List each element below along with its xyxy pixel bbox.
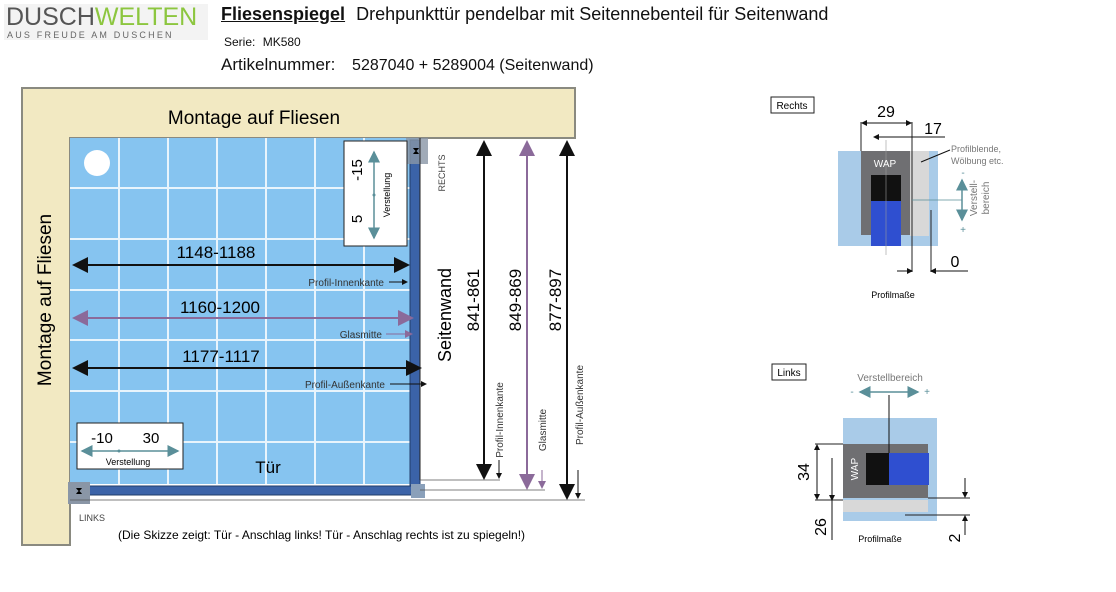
logo-tagline: AUS FREUDE AM DUSCHEN [7,30,174,40]
hinge-icon-left: ⧗ [75,486,82,497]
serie-label: Serie: [224,35,256,49]
profile-right: Rechts WAP 29 17 Profilblende, Wölbung e… [770,96,1004,300]
svg-text:WAP: WAP [850,457,861,480]
svg-text:+: + [924,387,930,398]
links-label: LINKS [79,513,105,523]
svg-text:bereich: bereich [981,182,992,215]
svg-text:0: 0 [951,254,960,271]
dim-horizontal-outer: 1177-1117 Profil-Außenkante [72,347,427,391]
svg-text:Verstellbereich: Verstellbereich [857,373,923,384]
svg-text:1160-1200: 1160-1200 [180,298,260,317]
wall-top-label: Montage auf Fliesen [168,108,340,129]
svg-text:1177-1117: 1177-1117 [182,347,260,366]
drain-icon [84,150,110,176]
title-bold: Fliesenspiegel [221,4,346,24]
dim-vertical-inner: 841-861 Profil-Innenkante [464,140,506,480]
side-panel-glass [409,139,421,493]
svg-text:Profil-Außenkante: Profil-Außenkante [575,365,586,445]
article-label: Artikelnummer: [221,55,336,74]
svg-text:5: 5 [349,215,366,223]
article-value: 5287040 + 5289004 (Seitenwand) [352,57,594,74]
logo-part2: WELTEN [94,3,198,31]
svg-text:-15: -15 [349,159,366,181]
door-glass [71,485,421,496]
svg-text:26: 26 [813,518,830,536]
svg-text:+: + [960,225,966,236]
svg-text:Rechts: Rechts [776,101,807,112]
sketch-note: (Die Skizze zeigt: Tür - Anschlag links!… [118,528,525,542]
svg-text:Profilmaße: Profilmaße [871,290,915,300]
svg-text:Glasmitte: Glasmitte [340,330,383,341]
rechts-label: RECHTS [437,154,447,191]
hinge-icon-right: ⧗ [412,146,419,157]
dim-horizontal-glass: 1160-1200 Glasmitte [72,298,414,341]
dim-horizontal-inner: 1148-1188 Profil-Innenkante [72,243,410,289]
svg-text:Wölbung etc.: Wölbung etc. [951,156,1004,166]
svg-text:841-861: 841-861 [464,269,483,331]
svg-text:Links: Links [777,368,800,379]
logo: DUSCHWELTEN AUS FREUDE AM DUSCHEN [4,4,208,40]
adjust-box-left: -10 30 Verstellung [76,422,184,470]
svg-text:29: 29 [877,104,895,121]
serie-value: MK580 [262,35,301,49]
svg-text:-: - [961,168,964,179]
svg-text:2: 2 [947,533,964,542]
svg-text:Verstellung: Verstellung [106,457,151,467]
svg-text:-: - [850,387,853,398]
side-panel-label: Seitenwand [435,268,455,362]
svg-text:Verstell-: Verstell- [969,180,980,216]
svg-text:Glasmitte: Glasmitte [538,408,549,451]
wall-left-label: Montage auf Fliesen [35,214,56,386]
adjust-box-right: -15 5 Verstellung [343,140,408,247]
svg-text:Profilblende,: Profilblende, [951,144,1001,154]
svg-text:Profil-Innenkante: Profil-Innenkante [308,278,384,289]
svg-text:WAP: WAP [874,159,897,170]
svg-text:30: 30 [143,430,160,447]
svg-text:1148-1188: 1148-1188 [177,243,256,262]
svg-text:Profilmaße: Profilmaße [858,534,902,544]
svg-text:Profil-Innenkante: Profil-Innenkante [495,382,506,458]
page-title: Drehpunkttür pendelbar mit Seitennebente… [356,4,829,24]
door-label: Tür [255,458,281,477]
logo-part1: DUSCH [6,3,95,31]
svg-text:849-869: 849-869 [506,269,525,331]
svg-text:Profil-Außenkante: Profil-Außenkante [305,380,385,391]
svg-text:17: 17 [924,121,942,138]
dim-vertical-glass: 849-869 Glasmitte [506,140,549,490]
profile-left: Links Verstellbereich - + WAP 34 26 2 Pr… [771,363,970,544]
svg-text:34: 34 [796,463,813,481]
svg-text:877-897: 877-897 [546,269,565,331]
svg-text:Verstellung: Verstellung [382,173,392,218]
svg-text:-10: -10 [91,430,113,447]
dim-vertical-outer: 877-897 Profil-Außenkante [546,140,586,500]
